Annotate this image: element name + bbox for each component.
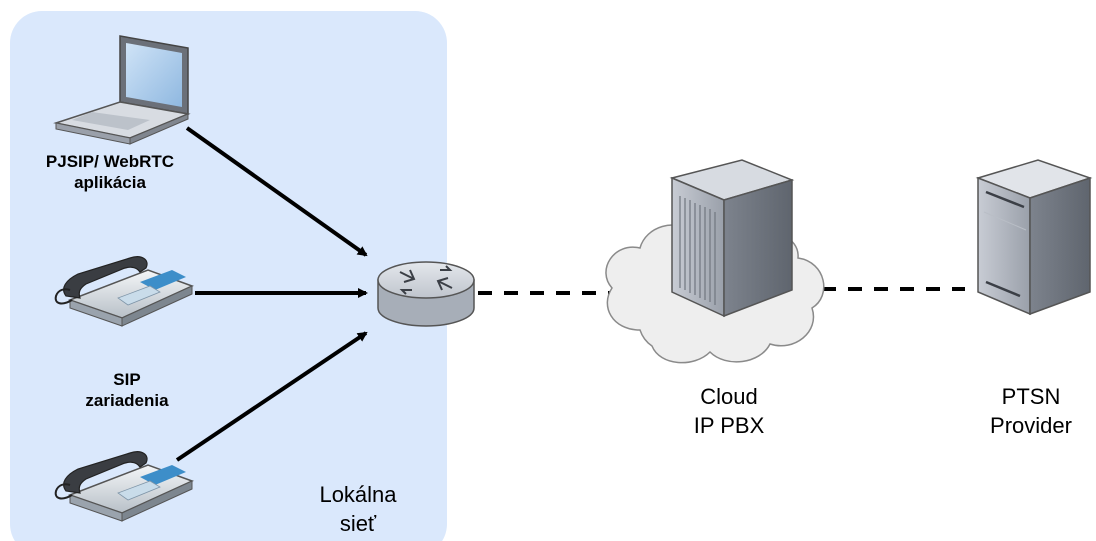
cloud-pbx-label: Cloud IP PBX: [693, 384, 765, 438]
server-icon: [975, 159, 1093, 316]
laptop-label: PJSIP/ WebRTC aplikácia: [45, 152, 175, 193]
arrow-laptop-to-router: [185, 126, 368, 257]
arrow-phone2-to-router: [175, 331, 368, 462]
provider-label: PTSN Provider: [990, 384, 1072, 438]
local-network-zone: [10, 11, 447, 541]
desk-phone-icon: [54, 451, 194, 522]
router-icon: [377, 261, 475, 327]
local-network-label: Lokálna sieť: [319, 482, 397, 536]
laptop-icon: [53, 35, 191, 145]
sip-devices-label: SIP zariadenia: [85, 370, 169, 411]
desk-phone-icon: [54, 256, 194, 327]
pbx-server-icon: [669, 159, 795, 318]
